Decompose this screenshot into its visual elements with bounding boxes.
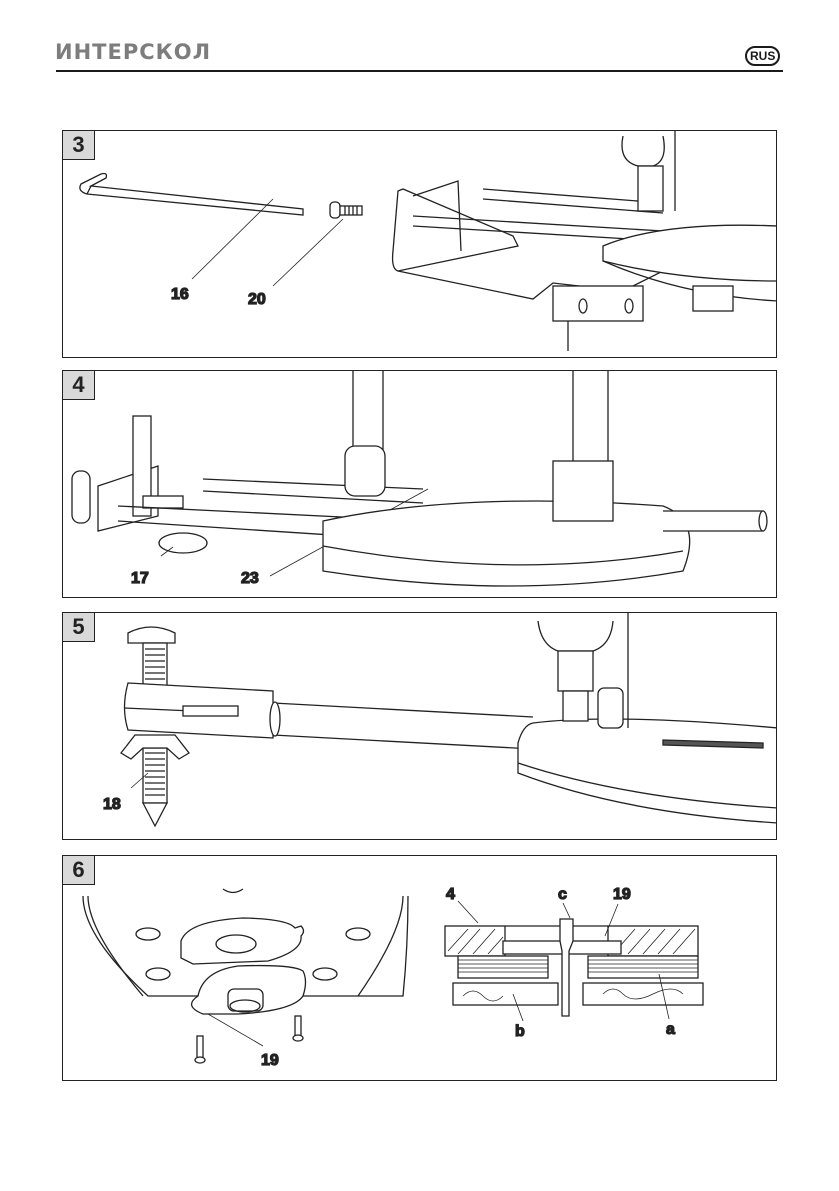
guide-rod-icon [125, 683, 534, 749]
figure-3-panel: 3 16 20 [62, 130, 777, 358]
screw-icon [330, 202, 362, 218]
callout-19-section: 19 [613, 886, 631, 903]
callout-19: 19 [261, 1052, 279, 1069]
screw-icon [195, 1016, 303, 1063]
figure-6-illustration: 19 4 c 19 b a [63, 856, 777, 1081]
figure-number: 5 [63, 613, 95, 642]
callout-18: 18 [103, 796, 121, 813]
figure-5-panel: 5 18 [62, 612, 777, 840]
callout-c: c [558, 886, 567, 903]
cross-section-icon [445, 919, 703, 1016]
hex-key-icon [80, 174, 303, 216]
router-base-icon [323, 371, 767, 586]
figure-6-panel: 6 19 [62, 855, 777, 1081]
callout-17: 17 [131, 570, 149, 587]
brand-logo: ИНТЕРСКОЛ [55, 40, 211, 64]
callout-b: b [515, 1023, 525, 1040]
figure-number: 3 [63, 131, 95, 160]
figure-number: 6 [63, 856, 95, 885]
copy-sleeve-icon [181, 918, 306, 1014]
router-base-icon [603, 131, 777, 311]
header-divider [56, 70, 783, 72]
callout-20: 20 [248, 291, 266, 308]
callout-4: 4 [446, 886, 455, 903]
callout-a: a [666, 1021, 675, 1038]
callout-23: 23 [241, 570, 259, 587]
figure-5-illustration: 18 [63, 613, 777, 840]
router-base-icon [518, 613, 777, 823]
figure-number: 4 [63, 371, 95, 400]
figure-3-illustration: 16 20 [63, 131, 777, 358]
language-badge: RUS [745, 46, 780, 66]
figure-4-panel: 4 17 23 [62, 370, 777, 598]
callout-16: 16 [171, 286, 189, 303]
figure-4-illustration: 17 23 [63, 371, 777, 598]
